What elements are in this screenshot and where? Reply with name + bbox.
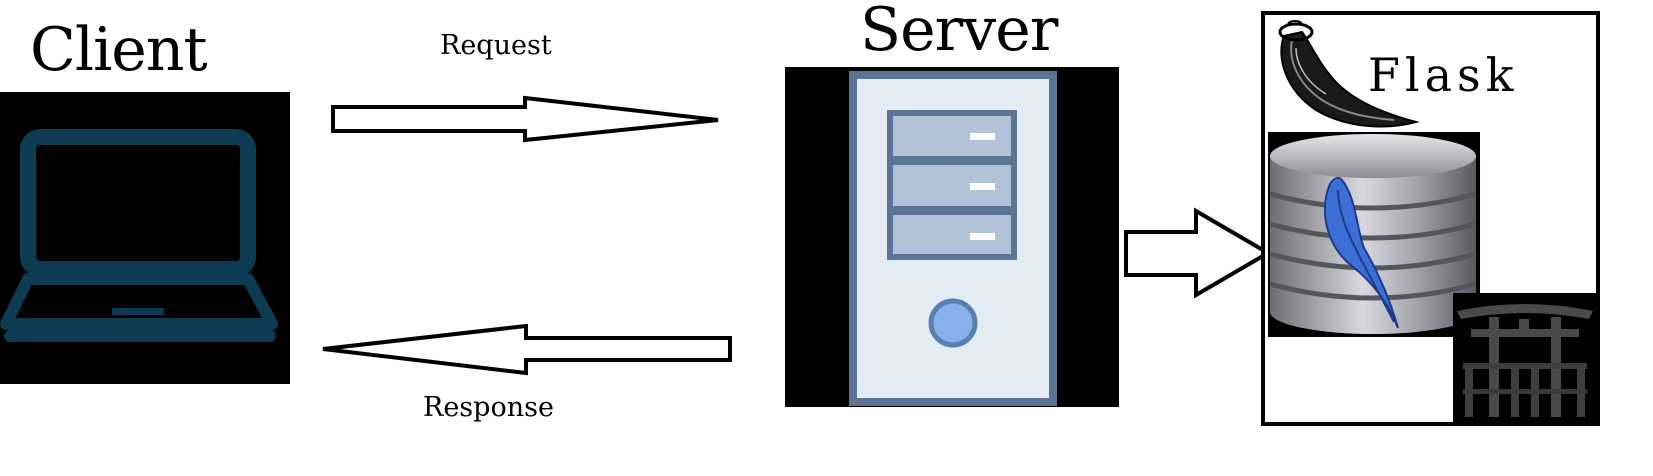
- server-tower-icon: [849, 71, 1057, 406]
- flask-title: Flask: [1368, 48, 1519, 102]
- database-feather-icon: [1269, 134, 1477, 334]
- response-label: Response: [423, 392, 554, 423]
- server-panel: [785, 67, 1119, 407]
- laptop-icon: [0, 129, 278, 342]
- database-panel: [1268, 132, 1480, 337]
- request-label: Request: [440, 30, 552, 61]
- flask-horn-logo-icon: [1278, 20, 1420, 128]
- server-to-backend-arrow: [1124, 207, 1272, 299]
- request-arrow: [331, 95, 719, 143]
- torii-gate-icon: [1457, 304, 1593, 417]
- client-panel: [0, 92, 290, 384]
- client-title: Client: [30, 15, 208, 85]
- torii-panel: [1453, 293, 1597, 423]
- server-title: Server: [860, 0, 1058, 65]
- response-arrow: [322, 323, 732, 376]
